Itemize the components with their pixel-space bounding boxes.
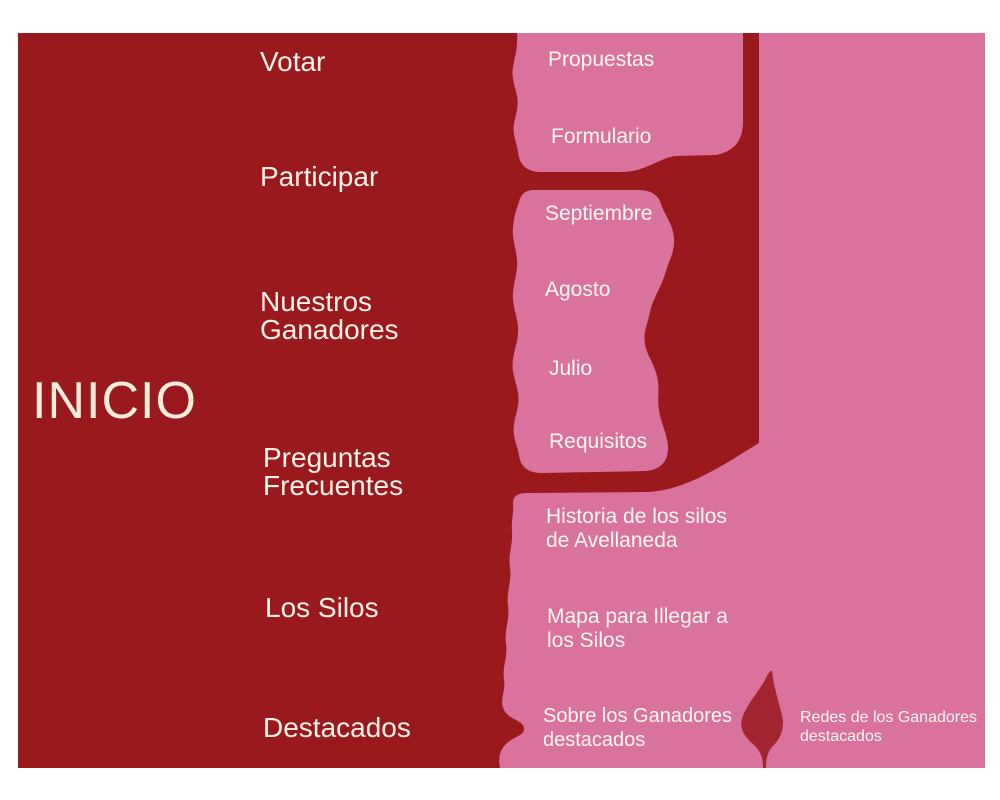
- subnode-septiembre: Septiembre: [545, 202, 653, 225]
- node-destacados: Destacados: [263, 712, 411, 743]
- subnode-requisitos: Requisitos: [549, 430, 648, 453]
- subnode-propuestas: Propuestas: [548, 48, 655, 71]
- subnode-redes-ganadores: Redes de los Ganadores destacados: [800, 709, 977, 745]
- node-participar: Participar: [260, 161, 379, 192]
- blob-months-requisitos: [512, 190, 675, 473]
- blob-votar-participar: [512, 33, 743, 172]
- subnode-julio: Julio: [549, 357, 593, 380]
- divider-teardrop: [741, 670, 783, 768]
- subnode-historia-silos: Historia de los silos de Avellaneda: [546, 505, 727, 552]
- node-votar: Votar: [260, 46, 326, 77]
- node-los-silos: Los Silos: [265, 592, 379, 623]
- pages-panel-blob: [499, 33, 985, 768]
- subnode-mapa-silos: Mapa para Illegar a los Silos: [547, 605, 728, 652]
- subnode-formulario: Formulario: [551, 125, 652, 148]
- root-node-inicio: INICIO: [32, 372, 197, 430]
- node-preguntas-frecuentes: Preguntas Frecuentes: [263, 442, 404, 501]
- subnode-agosto: Agosto: [545, 278, 611, 301]
- node-nuestros-ganadores: Nuestros Ganadores: [260, 286, 399, 345]
- subnode-sobre-ganadores: Sobre los Ganadores destacados: [543, 705, 733, 751]
